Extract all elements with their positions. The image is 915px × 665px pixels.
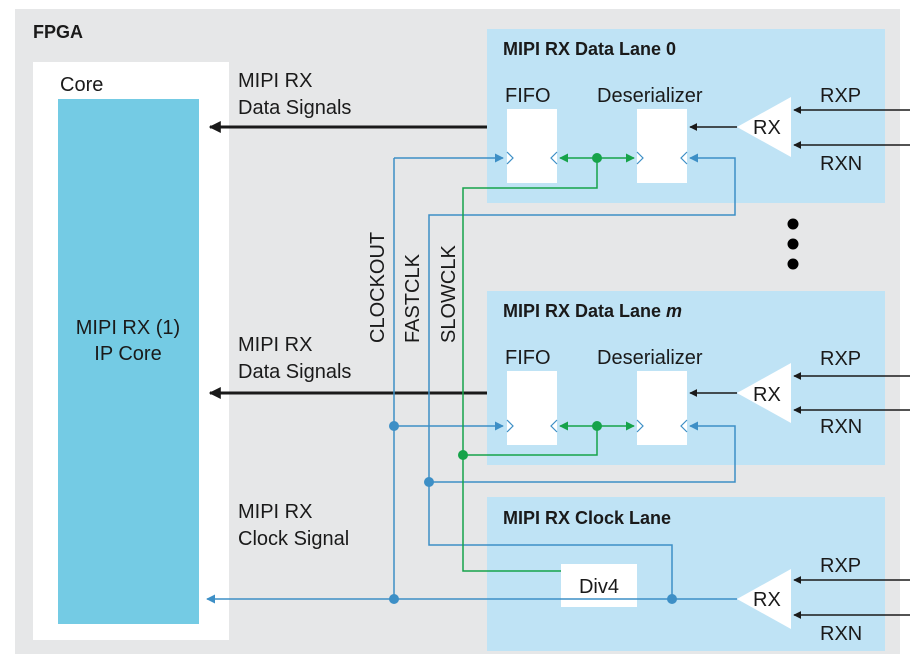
ip-core-label-line1: MIPI RX (1): [76, 317, 180, 339]
junction-slowclk-split: [458, 450, 468, 460]
lanem-deserializer-block: [637, 371, 687, 445]
slowclk-to-lane0: [462, 158, 598, 455]
fastclk-wire: [428, 482, 673, 599]
lane-ellipsis-dot-3: [787, 258, 799, 270]
lanem-deser-clock-input-left: [636, 419, 644, 433]
lane0-fifo-clock-input-left: [506, 151, 514, 165]
lane0-fifo-clock-input-right: [550, 151, 558, 165]
fastclk-to-lane0-deser: [428, 153, 736, 482]
lanem-rxp-label: RXP: [820, 348, 861, 370]
clock-rx-buffer: [737, 569, 791, 629]
lane0-deserializer-label: Deserializer: [597, 85, 703, 107]
clock-signal-line1: MIPI RX: [238, 501, 312, 523]
slowclk-label: SLOWCLK: [438, 245, 460, 343]
core-label: Core: [60, 74, 103, 96]
lanem-deserializer-label: Deserializer: [597, 347, 703, 369]
fpga-label: FPGA: [33, 22, 83, 42]
data-lane-0-title: MIPI RX Data Lane 0: [503, 39, 676, 59]
clockout-label: CLOCKOUT: [367, 232, 389, 343]
lane0-deser-clock-input-left: [636, 151, 644, 165]
data-signals-top-line1: MIPI RX: [238, 70, 312, 92]
junction-fastclk-split: [424, 477, 434, 487]
clock-lane-title: MIPI RX Clock Lane: [503, 508, 671, 528]
junction-lanem-slowclk: [592, 421, 602, 431]
slowclk-to-lanem: [463, 426, 598, 456]
junction-clockout-bottom: [389, 594, 399, 604]
ip-core-block: [58, 99, 199, 624]
lane0-rx-buffer: [737, 97, 791, 157]
lanem-fifo-block: [507, 371, 557, 445]
lane0-deser-clock-input-right: [680, 151, 688, 165]
clock-signal-line2: Clock Signal: [238, 528, 349, 550]
lanem-fifo-label: FIFO: [505, 347, 551, 369]
div4-block: [561, 564, 637, 607]
lane0-fifo-block: [507, 109, 557, 183]
lanem-fifo-clock-input-right: [550, 419, 558, 433]
lanem-fifo-clock-input-left: [506, 419, 514, 433]
junction-clockout-lanem: [389, 421, 399, 431]
clock-rxp-label: RXP: [820, 555, 861, 577]
data-signals-top-line2: Data Signals: [238, 97, 351, 119]
div4-label: Div4: [579, 576, 619, 598]
lane-ellipsis-dot-1: [787, 218, 799, 230]
fastclk-to-lanem-deser: [429, 421, 736, 483]
clock-lane-box: [487, 497, 885, 651]
clock-rxn-label: RXN: [820, 623, 862, 645]
slowclk-from-div4: [462, 455, 561, 572]
lanem-rx-label: RX: [753, 384, 781, 406]
junction-fastclk-source: [667, 594, 677, 604]
lane0-rxn-label: RXN: [820, 153, 862, 175]
clock-rx-label: RX: [753, 589, 781, 611]
lanem-rx-buffer: [737, 363, 791, 423]
junction-lane0-slowclk: [592, 153, 602, 163]
lane0-fifo-label: FIFO: [505, 85, 551, 107]
lane0-rx-label: RX: [753, 117, 781, 139]
lanem-deser-clock-input-right: [680, 419, 688, 433]
ip-core-label-line2: IP Core: [94, 343, 161, 365]
fastclk-label: FASTCLK: [402, 253, 424, 343]
lane0-deserializer-block: [637, 109, 687, 183]
lane-ellipsis-dot-2: [787, 238, 799, 250]
lanem-rxn-label: RXN: [820, 416, 862, 438]
data-signals-bottom-line2: Data Signals: [238, 361, 351, 383]
data-lane-m-title: MIPI RX Data Lane m: [503, 301, 682, 321]
lane0-rxp-label: RXP: [820, 85, 861, 107]
data-signals-bottom-line1: MIPI RX: [238, 334, 312, 356]
